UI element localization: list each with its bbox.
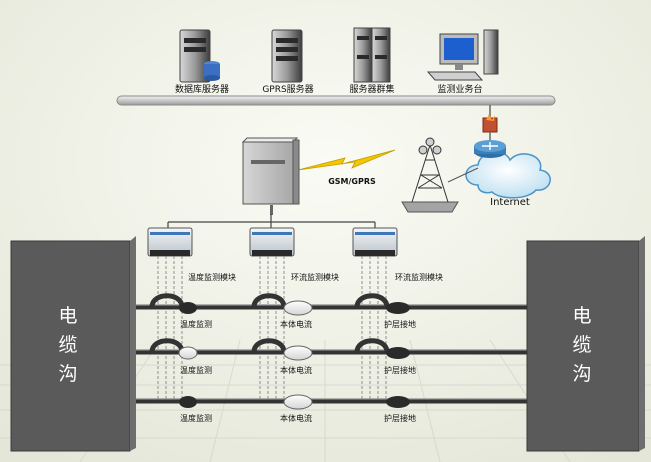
router-icon (474, 140, 506, 158)
left-cable-trench (10, 236, 136, 452)
gprs-server-icon (271, 29, 303, 83)
module-loop-a-icon (249, 227, 295, 257)
firewall-icon (482, 114, 498, 133)
module-temp-label: 温度监测模块 (188, 272, 236, 282)
right-trench-char-2: 缆 (572, 334, 591, 356)
row2-sensor-label-2: 本体电流 (280, 365, 312, 375)
cabinet-module-bus (167, 214, 376, 228)
gprs-server-label: GPRS服务器 (262, 83, 313, 95)
module-loop-a-label: 环流监测模块 (291, 272, 339, 282)
left-trench-char-1: 电 (58, 305, 77, 327)
gsm-gprs-label: GSM/GPRS (328, 177, 376, 186)
row3-sensors (179, 394, 410, 410)
right-cable-trench (526, 236, 645, 452)
row1-sensor-label-2: 本体电流 (280, 319, 312, 329)
row2-sensor-label-1: 温度监测 (180, 365, 212, 375)
wireless-link-bolt (297, 149, 396, 171)
row1-sensors (149, 293, 410, 316)
server-cluster-label: 服务器群集 (349, 83, 394, 95)
row2-sensor-label-3: 护层接地 (384, 365, 416, 375)
row1-sensor-label-3: 护层接地 (384, 319, 416, 329)
tower-to-internet-link (447, 167, 479, 183)
network-bus (116, 95, 556, 106)
db-server-label: 数据库服务器 (175, 83, 229, 95)
module-loop-b-label: 环流监测模块 (395, 272, 443, 282)
sensor-wiring (157, 256, 387, 400)
row1-sensor-label-1: 温度监测 (180, 319, 212, 329)
right-trench-char-3: 沟 (572, 363, 591, 385)
row3-sensor-label-1: 温度监测 (180, 413, 212, 423)
row3-sensor-label-3: 护层接地 (384, 413, 416, 423)
left-trench-char-3: 沟 (58, 363, 77, 385)
internet-label: Internet (490, 197, 530, 208)
right-trench-char-1: 电 (572, 305, 591, 327)
server-cluster-icon (353, 27, 391, 83)
internet-cloud-icon (465, 151, 551, 199)
row3-sensor-label-2: 本体电流 (280, 413, 312, 423)
module-temp-icon (147, 227, 193, 257)
module-loop-b-icon (352, 227, 398, 257)
field-cabinet-icon (241, 137, 300, 215)
db-server-icon (179, 29, 220, 83)
cell-tower-icon (401, 137, 459, 213)
console-label: 监测业务台 (437, 83, 482, 95)
row2-sensors (149, 338, 410, 361)
console-workstation-icon (426, 29, 499, 81)
left-trench-char-2: 缆 (58, 334, 77, 356)
